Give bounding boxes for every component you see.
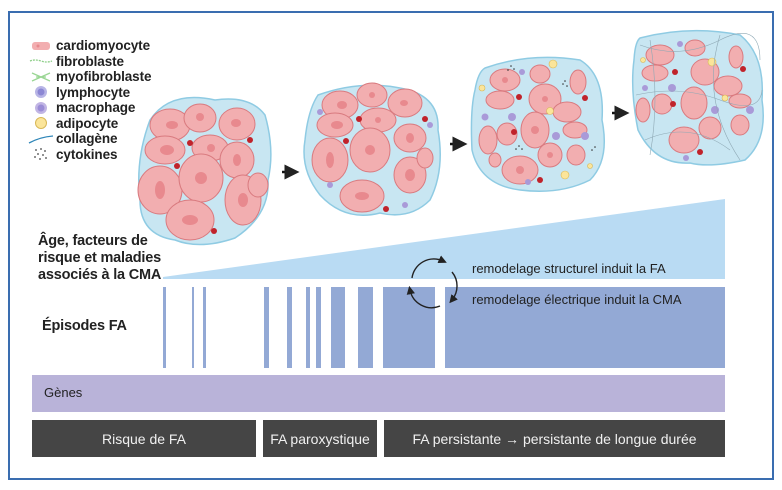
- collagen-icon: [28, 132, 54, 146]
- tissue-stage-1: [137, 96, 272, 246]
- myofibroblast-icon: [28, 70, 54, 84]
- af-episode-bar: [331, 287, 345, 368]
- legend-item: adipocyte: [28, 116, 151, 132]
- legend-label: cytokines: [56, 146, 118, 162]
- legend-label: fibroblaste: [56, 53, 124, 69]
- risk-wedge: [163, 199, 725, 279]
- tissue-stage-2: [303, 82, 441, 216]
- af-episode-bar: [358, 287, 373, 368]
- af-episode-bar: [163, 287, 166, 368]
- af-episode-bar: [316, 287, 321, 368]
- structural-remodeling-label: remodelage structurel induit la FA: [472, 261, 666, 276]
- af-episode-bar: [203, 287, 206, 368]
- legend-item: cytokines: [28, 147, 151, 163]
- stage-label: Risque de FA: [101, 430, 187, 447]
- legend-item: lymphocyte: [28, 85, 151, 101]
- genes-band: Gènes: [32, 375, 725, 412]
- fibroblast-icon: [28, 54, 54, 68]
- stage-label: FA persistante → persistante de longue d…: [412, 430, 697, 447]
- legend-item: macrophage: [28, 100, 151, 116]
- tissue-stage-4: [631, 29, 764, 166]
- cardiomyocyte-icon: [28, 39, 54, 53]
- af-episode-bar: [306, 287, 310, 368]
- stage-label: FA paroxystique: [270, 430, 370, 447]
- legend-item: cardiomyocyte: [28, 38, 151, 54]
- lymphocyte-icon: [28, 85, 54, 99]
- stage-paroxysmal-af: FA paroxystique: [263, 420, 377, 457]
- af-episodes-label: Épisodes FA: [42, 318, 127, 334]
- risk-factors-label: Âge, facteurs de risque et maladies asso…: [38, 233, 161, 284]
- stage-persistent-af: FA persistante → persistante de longue d…: [384, 420, 725, 457]
- legend-item: collagène: [28, 131, 151, 147]
- af-episode-bar: [445, 287, 725, 368]
- legend-label: cardiomyocyte: [56, 38, 150, 54]
- legend-label: collagène: [56, 131, 118, 147]
- episode-bars: [163, 287, 725, 368]
- risk-factors-line: associés à la CMA: [38, 267, 162, 283]
- legend-label: macrophage: [56, 100, 136, 116]
- af-episode-bar: [192, 287, 194, 368]
- af-episode-bar: [264, 287, 269, 368]
- legend-item: fibroblaste: [28, 54, 151, 70]
- risk-factors-line: risque et maladies: [38, 250, 161, 266]
- macrophage-icon: [28, 101, 54, 115]
- remodeling-cycle-icon: [406, 255, 458, 309]
- electrical-remodeling-label: remodelage électrique induit la CMA: [472, 292, 682, 307]
- legend: cardiomyocyte fibroblaste myofibroblaste…: [28, 38, 151, 162]
- legend-label: adipocyte: [56, 115, 119, 131]
- risk-factors-line: Âge, facteurs de: [38, 233, 148, 249]
- af-episode-bar: [287, 287, 292, 368]
- tissue-stage-3: [470, 56, 605, 192]
- stage-af-risk: Risque de FA: [32, 420, 256, 457]
- legend-label: myofibroblaste: [56, 69, 152, 85]
- cytokines-icon: [28, 147, 54, 161]
- legend-item: myofibroblaste: [28, 69, 151, 85]
- af-episode-bar: [383, 287, 435, 368]
- legend-label: lymphocyte: [56, 84, 131, 100]
- adipocyte-icon: [28, 116, 54, 130]
- genes-label: Gènes: [44, 385, 83, 400]
